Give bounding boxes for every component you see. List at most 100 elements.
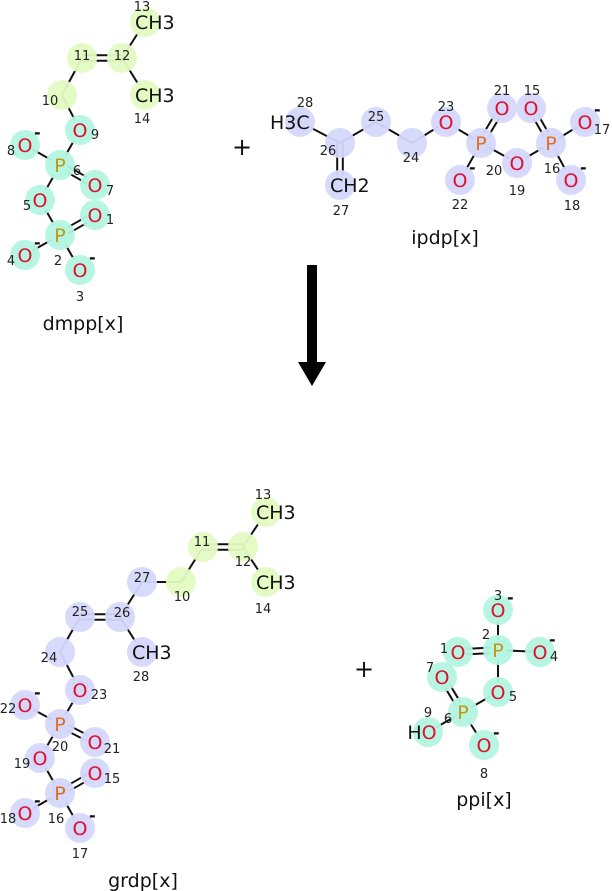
molecule-name-ppi: ppi[x] bbox=[456, 789, 511, 811]
atom-label: O bbox=[491, 682, 506, 704]
atom-highlight bbox=[127, 567, 157, 597]
atom-label: O bbox=[453, 170, 468, 192]
atom-charge: - bbox=[34, 791, 41, 810]
atom-label: P bbox=[54, 714, 65, 736]
atom-label: O bbox=[88, 205, 103, 227]
atom-charge: - bbox=[469, 158, 476, 177]
atom-highlight bbox=[361, 107, 391, 137]
atom-number: 5 bbox=[509, 690, 517, 705]
atom-label: O bbox=[578, 112, 593, 134]
atom-label: P bbox=[54, 155, 65, 177]
atom-charge: - bbox=[549, 630, 556, 649]
atom-label: CH2 bbox=[330, 175, 370, 197]
atom-label: O bbox=[495, 98, 510, 120]
atom-label: O bbox=[88, 763, 103, 785]
atom-number: 11 bbox=[74, 49, 91, 64]
atom-number: 20 bbox=[486, 164, 503, 179]
atom-highlight bbox=[67, 43, 97, 73]
atom-number: 1 bbox=[440, 642, 448, 657]
atom-highlight bbox=[397, 128, 427, 158]
atom-number: 4 bbox=[550, 650, 558, 665]
atom-number: 1 bbox=[106, 213, 114, 228]
plus-sign: + bbox=[232, 133, 252, 161]
atom-label: O bbox=[88, 732, 103, 754]
atom-number: 9 bbox=[91, 128, 99, 143]
atom-number: 13 bbox=[134, 0, 151, 15]
molecule-name-ipdp: ipdp[x] bbox=[411, 227, 479, 249]
atom-number: 25 bbox=[72, 605, 89, 620]
atom-label: CH3 bbox=[135, 12, 175, 34]
atom-number: 27 bbox=[134, 571, 151, 586]
atom-label: P bbox=[54, 225, 65, 247]
atom-label: O bbox=[439, 112, 454, 134]
atom-highlight bbox=[105, 602, 135, 632]
atom-highlight bbox=[188, 532, 218, 562]
atom-label: P bbox=[545, 133, 556, 155]
atom-number: 11 bbox=[194, 535, 211, 550]
atom-number: 24 bbox=[403, 151, 420, 166]
molecule-name-dmpp: dmpp[x] bbox=[43, 313, 124, 335]
atom-number: 13 bbox=[255, 488, 272, 503]
atom-number: 16 bbox=[48, 812, 65, 827]
atom-label: O bbox=[73, 120, 88, 142]
atom-number: 3 bbox=[494, 589, 502, 604]
atom-highlight bbox=[166, 567, 196, 597]
atom-label: O bbox=[33, 190, 48, 212]
atom-number: 12 bbox=[114, 49, 131, 64]
atom-number: 19 bbox=[14, 757, 31, 772]
atom-number: 22 bbox=[0, 702, 16, 717]
atom-label: O bbox=[18, 135, 33, 157]
atom-number: 16 bbox=[544, 162, 561, 177]
atom-number: 17 bbox=[594, 123, 611, 138]
atom-number: 21 bbox=[104, 742, 121, 757]
atom-label: HO bbox=[407, 722, 436, 744]
atom-label: O bbox=[491, 600, 506, 622]
atom-number: 8 bbox=[480, 767, 488, 782]
atom-label: P bbox=[457, 702, 468, 724]
atom-number: 18 bbox=[0, 812, 16, 827]
atom-number: 7 bbox=[106, 184, 114, 199]
atom-charge: - bbox=[493, 723, 500, 742]
atom-charge: - bbox=[594, 100, 601, 119]
atom-highlight bbox=[45, 637, 75, 667]
atom-number: 4 bbox=[7, 254, 15, 269]
atom-label: H3C bbox=[270, 112, 310, 134]
atom-charge: - bbox=[34, 123, 41, 142]
atom-number: 3 bbox=[76, 290, 84, 305]
atom-highlight bbox=[107, 43, 137, 73]
atom-label: O bbox=[18, 695, 33, 717]
atom-number: 27 bbox=[333, 204, 350, 219]
atom-label: O bbox=[524, 98, 539, 120]
atom-number: 28 bbox=[297, 96, 314, 111]
atom-label: O bbox=[564, 170, 579, 192]
atom-label: O bbox=[18, 245, 33, 267]
atom-label: O bbox=[73, 680, 88, 702]
atom-charge: - bbox=[580, 158, 587, 177]
atom-label: O bbox=[73, 818, 88, 840]
atom-number: 23 bbox=[91, 688, 108, 703]
atom-number: 2 bbox=[482, 628, 490, 643]
atom-label: O bbox=[88, 175, 103, 197]
atom-number: 14 bbox=[255, 602, 272, 617]
atom-number: 6 bbox=[73, 164, 81, 179]
atom-label: P bbox=[54, 783, 65, 805]
atom-label: O bbox=[18, 803, 33, 825]
atom-highlight bbox=[325, 128, 355, 158]
atom-charge: - bbox=[89, 248, 96, 267]
atom-number: 7 bbox=[426, 661, 434, 676]
atom-label: O bbox=[73, 260, 88, 282]
atom-number: 24 bbox=[41, 651, 58, 666]
molecule-name-grdp: grdp[x] bbox=[108, 870, 178, 891]
atom-number: 12 bbox=[235, 555, 252, 570]
atom-label: O bbox=[477, 735, 492, 757]
plus-sign: + bbox=[354, 655, 374, 683]
atom-label: CH3 bbox=[132, 642, 172, 664]
atom-charge: - bbox=[89, 806, 96, 825]
atom-label: O bbox=[435, 667, 450, 689]
atom-number: 23 bbox=[438, 100, 455, 115]
atom-charge: - bbox=[34, 233, 41, 252]
atom-number: 22 bbox=[452, 198, 469, 213]
atom-number: 14 bbox=[134, 112, 151, 127]
atom-number: 10 bbox=[174, 590, 191, 605]
reaction-arrow bbox=[298, 265, 326, 386]
